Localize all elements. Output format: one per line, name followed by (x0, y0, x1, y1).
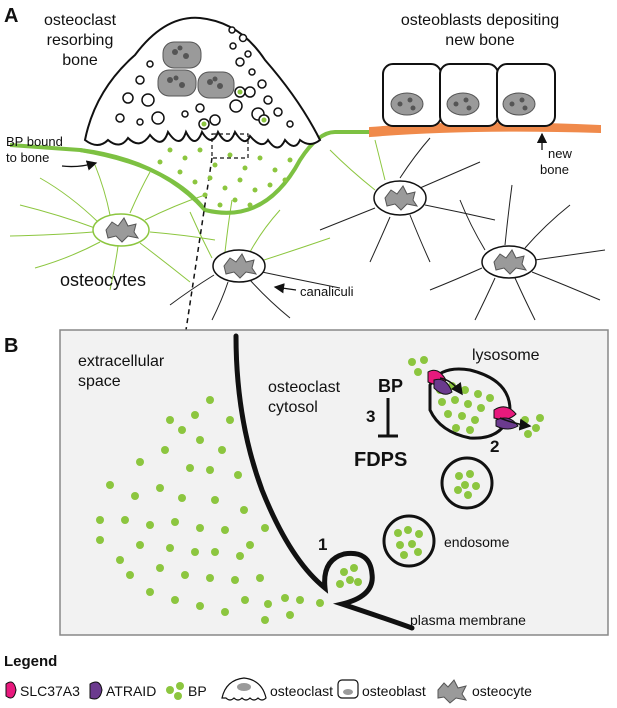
legend-atraid: ATRAID (106, 683, 156, 699)
svg-text:extracellular: extracellular (78, 353, 165, 370)
osteocyte-icon (437, 679, 468, 704)
legend-osteoclast: osteoclast (270, 683, 333, 699)
panel-a-label: A (4, 5, 18, 27)
endocytic-pit-bp (336, 564, 362, 588)
svg-text:new: new (548, 146, 572, 161)
lacuna-bp-dots (157, 147, 293, 208)
osteoclast-icon (221, 677, 267, 701)
step-1-label: 1 (318, 535, 327, 554)
canaliculi-arrow (273, 283, 297, 294)
lysosome-label: lysosome (472, 347, 540, 364)
panel-b-label: B (4, 335, 18, 357)
export-arrow-lower (499, 417, 532, 431)
cytosol-label: osteoclast cytosol (268, 379, 341, 416)
new-bone-label: new bone (540, 146, 572, 177)
osteocyte-bottom-canaliculi (429, 184, 606, 321)
svg-text:space: space (78, 373, 121, 390)
bp-label: BP (378, 376, 403, 396)
legend-slc37a3: SLC37A3 (20, 683, 80, 699)
osteoblast-icon (337, 679, 359, 699)
osteocytes-label: osteocytes (60, 270, 146, 290)
exported-bp-dots (408, 356, 544, 438)
plasma-membrane (233, 333, 415, 631)
transporter-lower (493, 406, 519, 430)
legend-title: Legend (4, 653, 57, 670)
endosome-lower (382, 514, 436, 568)
osteocyte-green-canaliculi (9, 164, 216, 291)
osteocyte-middle (212, 249, 266, 283)
osteocyte-middle-canaliculi (189, 199, 331, 261)
svg-text:bone: bone (540, 162, 569, 177)
lysosome (428, 367, 512, 440)
zoom-line (185, 157, 213, 331)
legend-osteocyte: osteocyte (472, 683, 532, 699)
resorption-pit-line (79, 148, 207, 212)
bp-bound-label: BP bound to bone (6, 134, 63, 165)
osteoclast-nuclei (157, 41, 235, 99)
atraid-icon (89, 681, 103, 700)
osteoblasts (382, 63, 556, 127)
legend: Legend SLC37A3 ATRAID BP osteoclast oste… (4, 653, 532, 704)
fdps-label: FDPS (354, 449, 407, 471)
panel-b-background (59, 329, 609, 636)
legend-bp: BP (188, 683, 207, 699)
endosome-upper (440, 456, 494, 510)
svg-text:new bone: new bone (445, 32, 514, 49)
bp-bound-arrow (61, 160, 98, 171)
extracellular-bp-dots (96, 396, 324, 624)
svg-text:osteoclast: osteoclast (268, 379, 341, 396)
step-2-label: 2 (490, 437, 499, 456)
slc37a3-icon (5, 681, 17, 699)
osteocyte-green (92, 213, 150, 247)
svg-text:to bone: to bone (6, 150, 49, 165)
osteocyte-middle-canaliculi-black (169, 271, 341, 321)
endosome-label: endosome (444, 534, 510, 550)
step-3-label: 3 (366, 407, 375, 426)
legend-osteoblast: osteoblast (362, 683, 426, 699)
panel-a: A (4, 5, 606, 331)
canaliculi-label: canaliculi (300, 284, 354, 299)
svg-text:osteoblasts depositing: osteoblasts depositing (401, 12, 559, 29)
osteoblast-label: osteoblasts depositing new bone (401, 12, 559, 49)
osteocyte-right-canaliculi (319, 137, 496, 263)
svg-text:resorbing: resorbing (47, 32, 114, 49)
extracellular-label: extracellular space (78, 353, 165, 390)
bp-icon (166, 682, 184, 700)
panel-b: B (4, 329, 609, 636)
osteocyte-right (373, 180, 427, 216)
plasma-membrane-label: plasma membrane (410, 612, 526, 628)
inhibition-line (378, 398, 398, 438)
export-arrow-upper (439, 377, 463, 396)
osteocyte-bottom (481, 245, 537, 279)
svg-text:BP bound: BP bound (6, 134, 63, 149)
svg-text:cytosol: cytosol (268, 399, 318, 416)
osteoclast-label: osteoclast resorbing bone (44, 12, 117, 69)
svg-text:bone: bone (62, 52, 98, 69)
svg-text:osteoclast: osteoclast (44, 12, 117, 29)
zoom-box (211, 133, 249, 159)
